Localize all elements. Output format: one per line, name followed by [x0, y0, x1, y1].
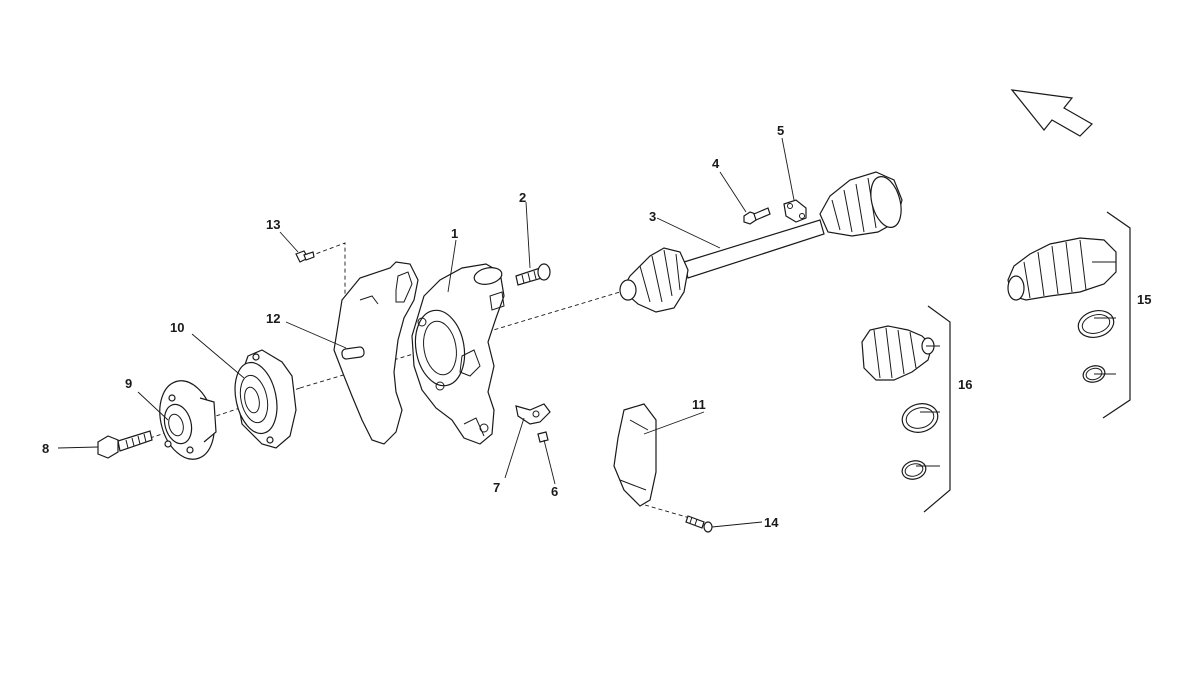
- sensor-screw: [537, 431, 549, 443]
- direction-arrow-icon: [1010, 89, 1093, 137]
- callout-2: 2: [519, 190, 526, 205]
- callout-15: 15: [1137, 292, 1151, 307]
- callout-8: 8: [42, 441, 49, 456]
- heat-shield: [613, 403, 657, 507]
- drive-shaft: [619, 171, 903, 313]
- kit-bracket-16: [923, 305, 951, 513]
- callout-5: 5: [777, 123, 784, 138]
- wheel-bearing: [234, 349, 297, 449]
- callout-10: 10: [170, 320, 184, 335]
- callout-1: 1: [451, 226, 458, 241]
- boot-kit-outer: [1007, 237, 1117, 383]
- callout-7: 7: [493, 480, 500, 495]
- wheel-bolt: [97, 430, 153, 459]
- heat-shield-screw: [685, 515, 713, 533]
- leader-lines: [57, 137, 1116, 528]
- callout-6: 6: [551, 484, 558, 499]
- callout-11: 11: [692, 397, 706, 412]
- callout-14: 14: [764, 515, 779, 530]
- boot-kit-inner: [861, 325, 939, 480]
- kit-bracket-15: [1102, 211, 1131, 419]
- wheel-carrier: [411, 263, 505, 445]
- callout-13: 13: [266, 217, 280, 232]
- callout-labels: 1 2 3 4 5 6 7 8 9 10 11 12 13 14 15 16: [42, 123, 1151, 530]
- callout-9: 9: [125, 376, 132, 391]
- assembly-axis: [149, 242, 691, 519]
- shield-screw: [295, 250, 315, 263]
- callout-16: 16: [958, 377, 972, 392]
- dust-shield: [333, 261, 419, 445]
- shaft-washer-plate: [783, 199, 807, 223]
- wheel-hub: [159, 380, 217, 460]
- carrier-bolt: [515, 263, 551, 286]
- shaft-bolt: [743, 207, 771, 225]
- callout-12: 12: [266, 311, 280, 326]
- callout-3: 3: [649, 209, 656, 224]
- sensor-bracket: [515, 403, 551, 425]
- callout-4: 4: [712, 156, 720, 171]
